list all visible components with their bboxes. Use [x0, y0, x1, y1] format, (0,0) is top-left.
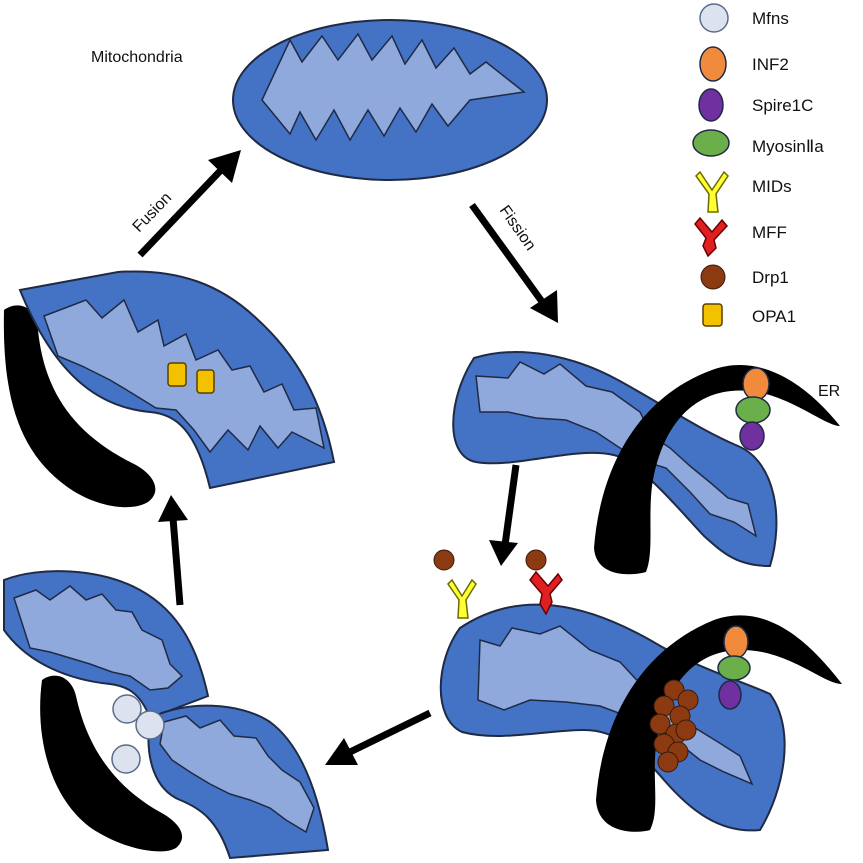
- mff-receptor: [525, 549, 563, 616]
- oval-icon: [699, 46, 727, 82]
- inf2-marker: [742, 367, 770, 401]
- division-arrow: [325, 709, 432, 765]
- legend-item-spire1c: Spire1C: [698, 88, 813, 122]
- legend-item-drp1: Drp1: [700, 264, 789, 290]
- legend-item-opa1: OPA1: [702, 303, 796, 327]
- rounded-rect-icon: [702, 303, 723, 327]
- mff-receptor-icon: [694, 216, 728, 258]
- fission-arrow: [469, 202, 558, 323]
- top-mitochondrion: [232, 19, 548, 181]
- fusion-arrow: [137, 150, 241, 258]
- legend-label: OPA1: [752, 307, 796, 326]
- legend-label: MFF: [752, 223, 787, 242]
- legend-label: Spire1C: [752, 96, 813, 115]
- circle-icon: [699, 3, 729, 33]
- opa1-marker: [167, 362, 187, 387]
- er-tubule: [594, 365, 840, 575]
- legend: Mfns INF2 Spire1C MyosinⅡa MIDs MFF Drp1: [692, 3, 824, 327]
- circle-icon: [700, 264, 726, 290]
- legend-item-myosin: MyosinⅡa: [692, 129, 824, 157]
- myosin-marker: [717, 655, 751, 681]
- constricting-mitochondrion: [433, 549, 842, 832]
- fused-mitochondrion: [3, 270, 336, 508]
- er-tubule-divided: [40, 675, 183, 852]
- er-label: ER: [818, 383, 840, 400]
- mfns-cluster: [111, 694, 165, 774]
- myosin-marker: [735, 396, 771, 424]
- spire1c-marker: [718, 680, 742, 710]
- legend-label: Drp1: [752, 268, 789, 287]
- legend-item-inf2: INF2: [699, 46, 789, 82]
- oval-icon: [692, 129, 730, 157]
- legend-item-mfns: Mfns: [699, 3, 789, 33]
- legend-label: INF2: [752, 55, 789, 74]
- legend-item-mids: MIDs: [695, 170, 792, 213]
- y-receptor-icon: [695, 170, 729, 213]
- legend-item-mff: MFF: [694, 216, 787, 258]
- mids-receptor: [433, 549, 477, 619]
- legend-label: Mfns: [752, 9, 789, 28]
- er-tubule-fused: [3, 305, 156, 508]
- oval-icon: [698, 88, 724, 122]
- opa1-marker: [196, 369, 215, 394]
- fusion-up-arrow: [158, 495, 188, 606]
- spire1c-marker: [739, 421, 765, 451]
- legend-label: MyosinⅡa: [752, 137, 824, 156]
- mitochondria-label: Mitochondria: [91, 49, 183, 66]
- inf2-marker: [723, 625, 749, 659]
- divided-mitochondria: [3, 570, 330, 860]
- legend-label: MIDs: [752, 177, 792, 196]
- recruitment-arrow: [489, 464, 520, 566]
- drp1-ring: [649, 679, 699, 773]
- er-contact-mitochondrion: [452, 351, 840, 575]
